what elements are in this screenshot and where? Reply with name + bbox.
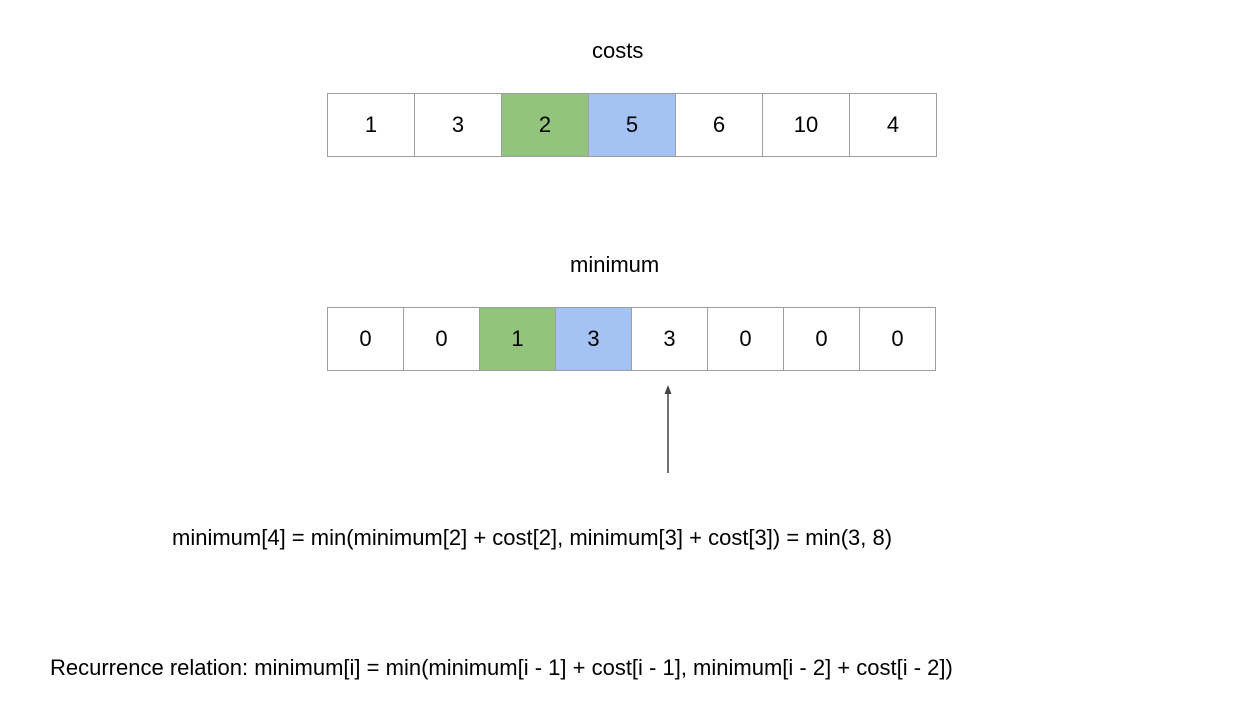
- minimum-cell-2: 1: [480, 308, 556, 370]
- costs-array-label: costs: [592, 38, 644, 63]
- minimum-array-label: minimum: [570, 252, 660, 277]
- costs-cell-2: 2: [502, 94, 589, 156]
- minimum-cell-4: 3: [632, 308, 708, 370]
- example-formula: minimum[4] = min(minimum[2] + cost[2], m…: [172, 525, 893, 550]
- minimum-cell-1: 0: [404, 308, 480, 370]
- recurrence-formula: Recurrence relation: minimum[i] = min(mi…: [50, 655, 953, 680]
- minimum-cell-6: 0: [784, 308, 860, 370]
- minimum-cell-7: 0: [860, 308, 936, 370]
- minimum-cell-0: 0: [328, 308, 404, 370]
- minimum-cell-5: 0: [708, 308, 784, 370]
- costs-cell-4: 6: [676, 94, 763, 156]
- costs-cell-1: 3: [415, 94, 502, 156]
- pointer-arrow: [664, 385, 672, 473]
- pointer-arrow-head: [664, 385, 672, 394]
- costs-cell-5: 10: [763, 94, 850, 156]
- costs-cell-6: 4: [850, 94, 937, 156]
- costs-cell-0: 1: [328, 94, 415, 156]
- costs-cell-3: 5: [589, 94, 676, 156]
- minimum-cell-3: 3: [556, 308, 632, 370]
